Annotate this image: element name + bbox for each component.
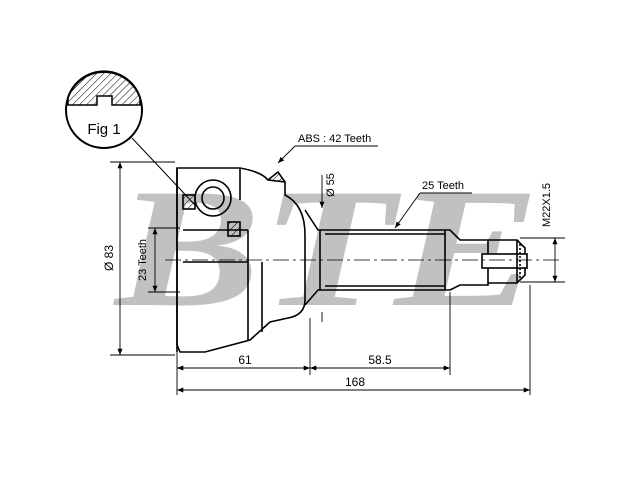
outer-diameter-dimension xyxy=(110,161,175,356)
fig-1-label: Fig 1 xyxy=(87,121,120,138)
thread-label: M22X1.5 xyxy=(541,183,553,227)
length-joint-label: 61 xyxy=(238,353,252,367)
inner-teeth-label: 23 Teeth xyxy=(137,239,149,281)
shaft-diameter-label: Ø 55 xyxy=(325,173,337,197)
length-total-label: 168 xyxy=(345,375,365,389)
outer-diameter-label: Ø 83 xyxy=(102,245,116,271)
outer-spline-label: 25 Teeth xyxy=(422,180,464,192)
fig-1-detail: Fig 1 xyxy=(65,70,196,206)
thread-dimension xyxy=(520,237,565,283)
abs-leader xyxy=(277,145,378,164)
length-shaft-label: 58.5 xyxy=(368,353,392,367)
inner-teeth-dimension xyxy=(148,227,180,293)
brand-watermark: BTE xyxy=(112,154,540,342)
abs-label: ABS : 42 Teeth xyxy=(298,133,371,145)
outer-spline-leader xyxy=(394,192,472,229)
length-dimensions xyxy=(176,285,531,395)
